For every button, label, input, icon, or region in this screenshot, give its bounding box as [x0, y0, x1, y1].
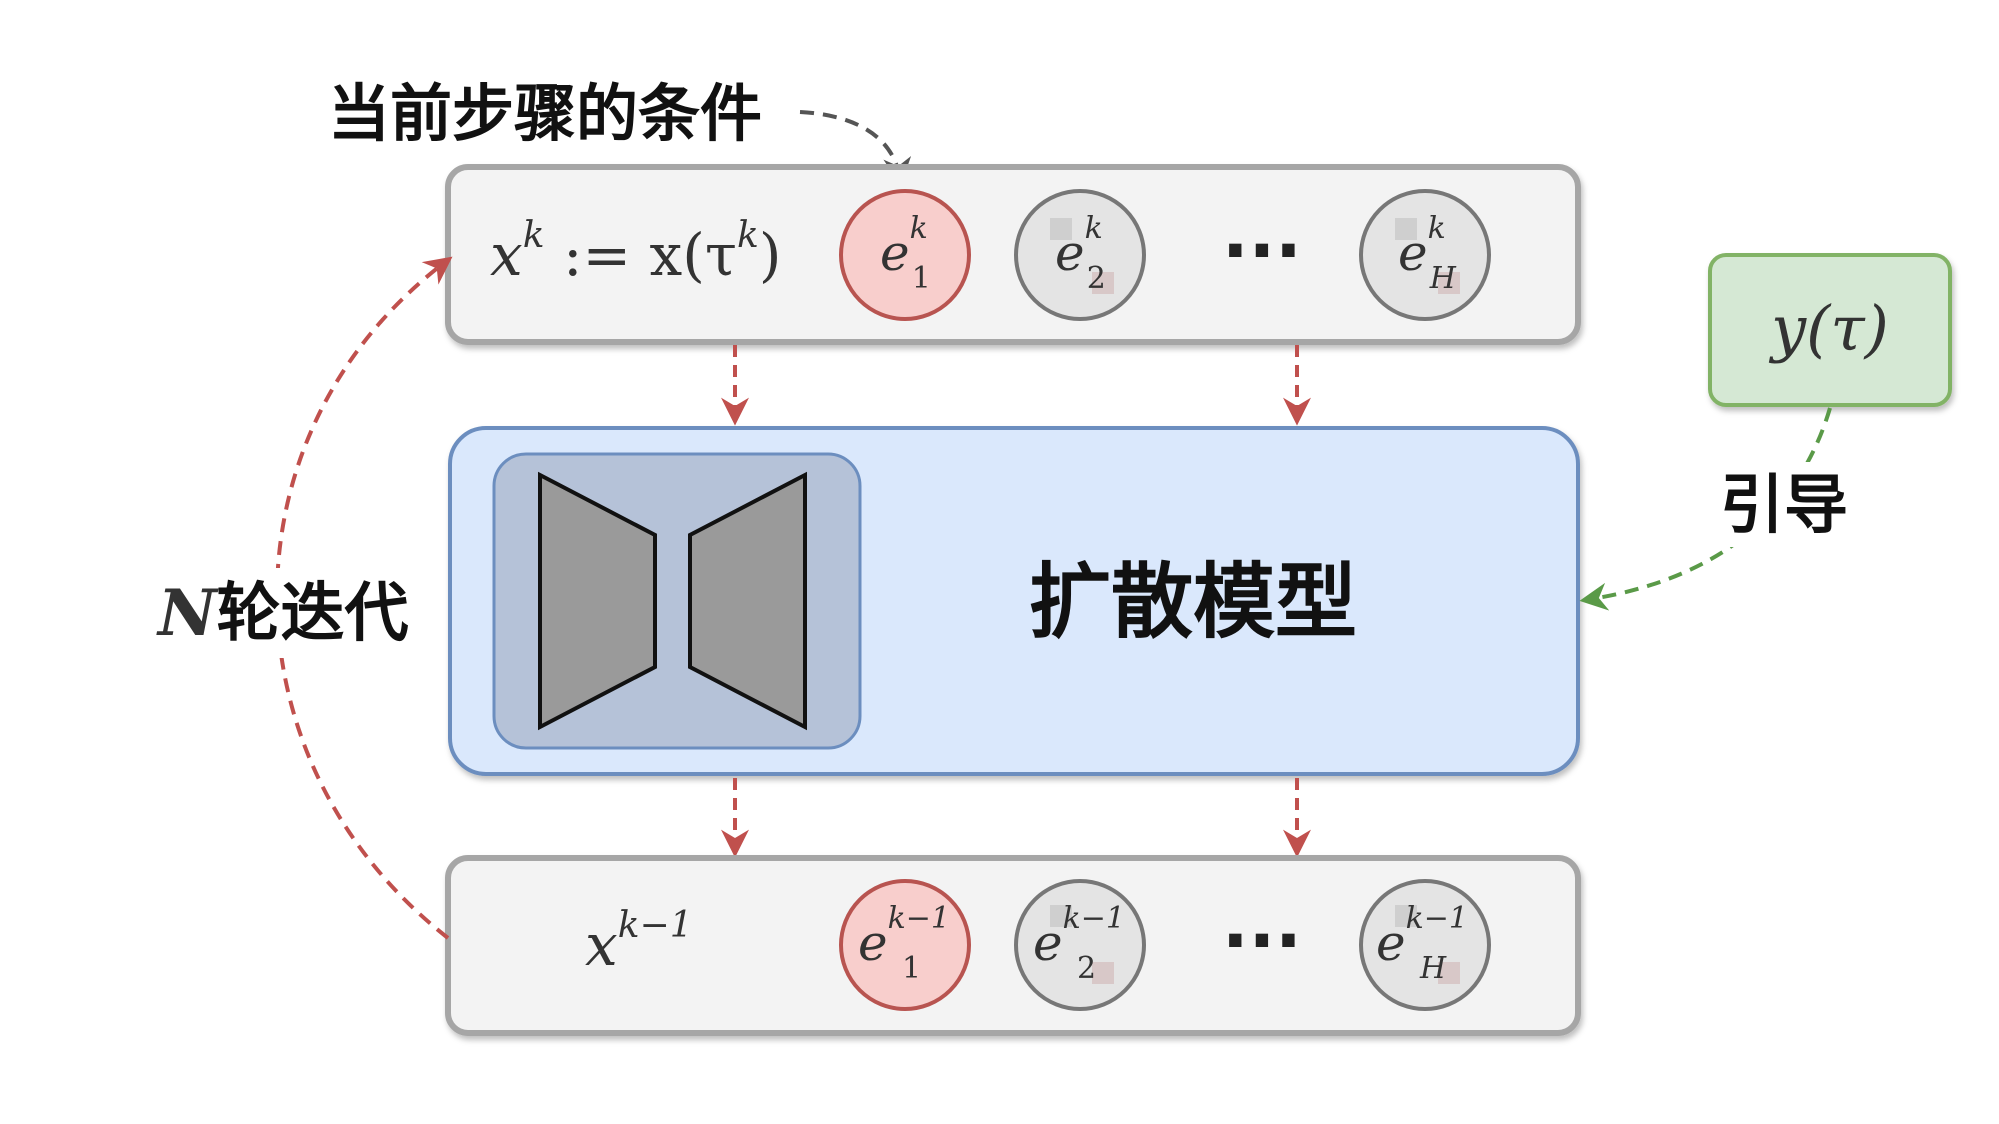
- iteration-label-bg: [150, 568, 420, 658]
- guide-label: 引导: [1720, 469, 1848, 543]
- decoder-trapezoid: [688, 471, 807, 731]
- bottom-row-box: [445, 855, 1581, 1036]
- top-row-expression: xk := x(τk): [490, 215, 781, 289]
- svg-text:ek−1H: ek−1H: [1376, 901, 1468, 986]
- condition-label: 当前步骤的条件: [328, 77, 762, 150]
- svg-text:ek−12: ek−12: [1033, 901, 1125, 986]
- svg-text:ek1: ek1: [880, 211, 931, 296]
- guide-label-bg: [1715, 462, 1865, 547]
- encoder-trapezoid: [538, 471, 657, 731]
- top-row-ellipsis: ···: [1222, 210, 1302, 292]
- svg-text:ek−11: ek−11: [858, 901, 950, 986]
- diffusion-model-label: 扩散模型: [1029, 555, 1357, 650]
- iteration-label: N轮迭代: [156, 576, 409, 651]
- svg-text:ek2: ek2: [1055, 211, 1106, 296]
- guidance-box: [1708, 253, 1952, 407]
- guidance-arrow: [1579, 407, 1832, 611]
- bottom-row-ellipsis: ···: [1222, 900, 1302, 982]
- top-row-box: [445, 164, 1581, 345]
- guidance-expression: y(τ): [1768, 292, 1889, 365]
- svg-text:ekH: ekH: [1398, 211, 1457, 296]
- bottom-row-expression: xk−1: [585, 905, 693, 979]
